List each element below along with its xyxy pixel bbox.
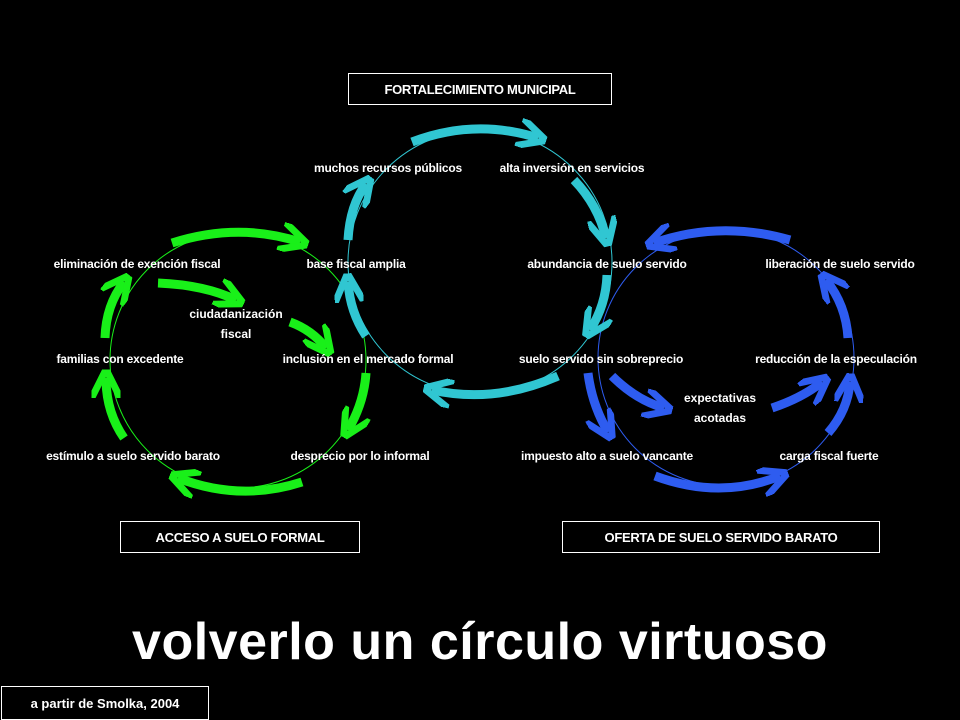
label-fiscal-burden: carga fiscal fuerte [779, 449, 879, 463]
label-serviced-release: liberación de suelo servido [765, 257, 915, 271]
label-no-premium: suelo servido sin sobreprecio [518, 352, 684, 366]
label-elimination: eliminación de exención fiscal [53, 257, 221, 271]
green-arrow-right [348, 372, 366, 430]
box-municipal: FORTALECIMIENTO MUNICIPAL [348, 73, 612, 105]
cyan-arrow-right-upper [570, 176, 606, 238]
label-serviced-abundance: abundancia de suelo servido [527, 257, 687, 271]
blue-arrow-right-upper [826, 280, 853, 339]
slide-title: volverlo un círculo virtuoso [132, 613, 828, 671]
blue-arrow-expectations-b [608, 372, 664, 408]
cyan-arrow-top [410, 129, 538, 142]
label-surplus-families: familias con excedente [56, 352, 184, 366]
label-expectations-line2: acotadas [693, 411, 747, 425]
label-speculation-reduction: reducción de la especulación [755, 352, 917, 366]
cyan-arrow-bottom [432, 371, 560, 395]
label-cheap-stimulus: estímulo a suelo servido barato [46, 449, 220, 463]
label-informal-contempt: desprecio por lo informal [290, 449, 430, 463]
blue-arrow-left [583, 372, 608, 432]
cyan-arrow-left-upper [348, 184, 366, 241]
label-expectations: expectativas acotadas [684, 388, 756, 428]
label-service-investment: alta inversión en servicios [499, 161, 645, 175]
blue-arrow-bottom [653, 476, 780, 488]
blue-arrow-top [654, 231, 792, 243]
green-arrow-left-lower [106, 378, 128, 441]
green-arrow-bottom [178, 478, 304, 491]
label-expectations-line1: expectativas [683, 391, 757, 405]
blue-arrow-expectations-a [770, 382, 822, 413]
cyan-arrow-right-lower [590, 274, 607, 330]
label-citizenship: ciudadanización fiscal [189, 304, 282, 344]
green-arrow-citizenship-a [157, 283, 236, 300]
box-access: ACCESO A SUELO FORMAL [120, 521, 360, 553]
label-citizenship-line1: ciudadanización [189, 307, 283, 321]
credit-box: a partir de Smolka, 2004 [1, 686, 209, 720]
cyan-arrow-left-lower [348, 282, 370, 339]
label-formal-inclusion: inclusión en el mercado formal [282, 352, 454, 366]
green-arrow-left-upper [105, 282, 124, 339]
green-arrow-citizenship-b [288, 317, 326, 348]
label-tax-base: base fiscal amplia [306, 257, 406, 271]
label-public-resources: muchos recursos públicos [314, 161, 462, 175]
green-arrow-top [170, 232, 300, 243]
label-citizenship-line2: fiscal [220, 327, 252, 341]
blue-arrow-right-lower [824, 382, 850, 436]
label-vacant-tax: impuesto alto a suelo vancante [520, 449, 694, 463]
box-supply: OFERTA DE SUELO SERVIDO BARATO [562, 521, 880, 553]
